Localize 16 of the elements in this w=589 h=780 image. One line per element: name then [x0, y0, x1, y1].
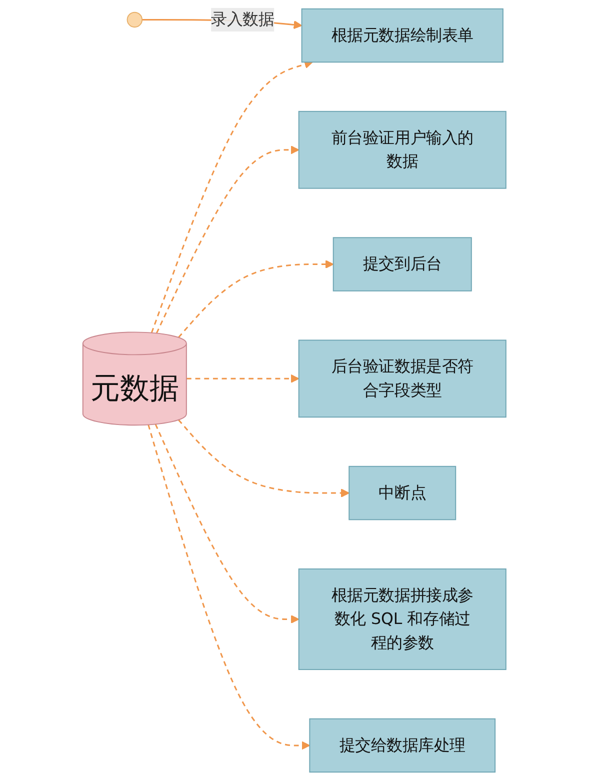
edge-label: 录入数据	[211, 10, 274, 29]
node-box: 提交给数据库处理	[309, 718, 496, 773]
arrow	[148, 424, 310, 750]
node-box: 中断点	[348, 466, 456, 520]
node-box: 提交到后台	[332, 237, 472, 292]
arrow	[178, 260, 334, 338]
arrow	[151, 60, 313, 334]
node-box: 后台验证数据是否符合字段类型	[298, 340, 506, 418]
node-box: 根据元数据绘制表单	[301, 8, 504, 63]
arrow	[156, 146, 300, 334]
arrow	[186, 374, 300, 383]
node-box: 前台验证用户输入的数据	[298, 110, 506, 189]
node-circle	[126, 12, 143, 28]
arrow	[178, 419, 350, 498]
node-box: 根据元数据拼接成参数化 SQL 和存储过程的参数	[298, 568, 506, 670]
arrow	[154, 424, 300, 624]
